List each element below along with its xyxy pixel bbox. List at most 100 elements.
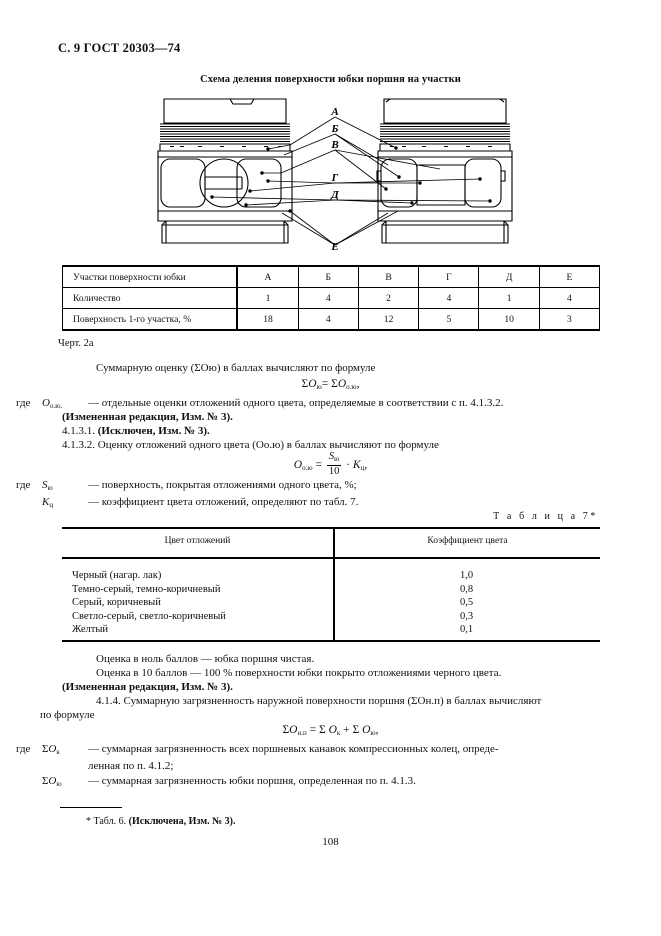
- cell-coefficient: 0,5: [459, 597, 474, 609]
- zone-label-g: Г: [331, 172, 339, 184]
- figure-title: Схема деления поверхности юбки поршня на…: [200, 74, 461, 85]
- cell-coefficient: 1,0: [459, 570, 474, 581]
- where-row: Kц — коэффициент цвета отложений, опреде…: [16, 495, 600, 512]
- formula2-lhs-sub: о.ю: [302, 464, 313, 473]
- formula2-dot: ·: [346, 459, 351, 472]
- figure-caption: Черт. 2а: [58, 338, 94, 349]
- formula3-equals: =: [309, 724, 317, 736]
- piston-zone-diagram: А Б В Г Д Е: [150, 93, 520, 263]
- formula3-a-sub: к: [336, 728, 341, 737]
- zone-label-a: А: [330, 106, 338, 118]
- where-row: ΣOю — суммарная загрязненность юбки порш…: [16, 774, 600, 791]
- fraction-numerator: Sю: [326, 451, 342, 466]
- table-row: Светло-серый, светло-коричневый 0,3: [62, 610, 600, 624]
- cell-color: Светло-серый, светло-коричневый: [72, 610, 226, 622]
- clause-4132-text: Оценку отложений одного цвета (Oо.ю) в б…: [97, 439, 439, 451]
- formula3-lhs-sub: н.п: [297, 728, 307, 737]
- table7-rows: Черный (нагар. лак) 1,0 Темно-серый, тем…: [62, 569, 600, 637]
- running-header: С. 9 ГОСТ 20303—74: [58, 41, 181, 55]
- formula3-sigma-a: Σ: [318, 724, 326, 736]
- table7-top-rule: [62, 527, 600, 529]
- clause-4132: 4.1.3.2. Оценку отложений одного цвета (…: [62, 438, 600, 453]
- cell: 4: [297, 308, 359, 331]
- where-definition: — суммарная загрязненность юбки поршня, …: [88, 774, 416, 787]
- table-row: Количество 1 4 2 4 1 4: [62, 287, 601, 309]
- where-symbol: Oо.ю.: [42, 397, 63, 410]
- clause-414-number: 4.1.4.: [96, 695, 121, 707]
- where-block-2: где Sю — поверхность, покрытая отложения…: [16, 478, 600, 513]
- formula1-rhs-sub: о.ю: [346, 382, 357, 391]
- cell-color: Серый, коричневый: [72, 597, 161, 609]
- where-row: где Oо.ю. — отдельные оценки отложений о…: [16, 396, 600, 413]
- formula1-lhs-sub: ю: [316, 382, 322, 391]
- paragraph-score-ten: Оценка в 10 баллов — 100 % поверхности ю…: [96, 667, 502, 679]
- clause-414-text: Суммарную загрязненность наружной поверх…: [123, 695, 542, 707]
- table7-header-coefficient: Коэффициент цвета: [427, 536, 508, 546]
- formula1-sigma: Σ: [301, 378, 309, 390]
- zones-table: Участки поверхности юбки А Б В Г Д Е Кол…: [62, 265, 601, 331]
- where-definition: — суммарная загрязненность всех поршневы…: [88, 743, 499, 755]
- formula-total-contamination: ΣOн.п = Σ Oк + Σ Oю,: [0, 724, 661, 737]
- table7-column-divider: [333, 527, 335, 642]
- table-row: Серый, коричневый 0,5: [62, 596, 600, 610]
- clause-4131-number: 4.1.3.1.: [62, 425, 95, 437]
- note-revision-1: (Измененная редакция, Изм. № 3).: [62, 411, 233, 423]
- where-symbol: Kц: [42, 496, 54, 510]
- where-block-3: где ΣOк — суммарная загрязненность всех …: [16, 742, 600, 791]
- formula3-b-sub: ю: [370, 728, 376, 737]
- formula3-sigma: Σ: [282, 724, 290, 736]
- where-symbol: Sю: [42, 479, 53, 492]
- table-row: Поверхность 1-го участка, % 18 4 12 5 10…: [62, 308, 601, 331]
- clause-4132-number: 4.1.3.2.: [62, 439, 95, 451]
- formula3-sigma-b: Σ: [352, 724, 360, 736]
- cell: Г: [418, 265, 480, 288]
- table7-caption: Т а б л и ц а 7*: [493, 511, 598, 522]
- cell: 4: [538, 287, 601, 309]
- cell-color: Черный (нагар. лак): [72, 570, 162, 581]
- table7-header-rule: [62, 557, 600, 559]
- cell: В: [357, 265, 420, 288]
- formula-sum-yubka: ΣOю= ΣOо.ю,: [0, 378, 661, 391]
- cell: Б: [297, 265, 359, 288]
- zone-label-e: Е: [330, 241, 338, 253]
- cell: 4: [297, 287, 359, 309]
- page-number: 108: [322, 836, 339, 848]
- table-row: Темно-серый, темно-коричневый 0,8: [62, 583, 600, 597]
- cell-color: Темно-серый, темно-коричневый: [72, 583, 221, 595]
- where-definition: — коэффициент цвета отложений, определяю…: [88, 496, 359, 509]
- footnote-text: Табл. 6.: [93, 816, 127, 827]
- formula1-lhs-symbol: O: [308, 378, 317, 390]
- table-row: Черный (нагар. лак) 1,0: [62, 569, 600, 583]
- fraction-denominator: 10: [328, 465, 340, 477]
- cell: 2: [357, 287, 420, 309]
- right-piston-view: [376, 98, 513, 244]
- footnote-marker: *: [86, 816, 91, 827]
- cell: 5: [418, 308, 480, 331]
- where-symbol: ΣOк: [42, 743, 60, 756]
- zone-label-d: Д: [330, 189, 339, 201]
- row-label: Участки поверхности юбки: [62, 265, 239, 288]
- left-piston-view: [157, 98, 293, 244]
- cell: 4: [418, 287, 480, 309]
- formula-color-score: Oо.ю = Sю 10 · Kц,: [0, 451, 661, 479]
- where-definition: — поверхность, покрытая отложениями одно…: [88, 479, 357, 491]
- where-keyword: где: [16, 743, 31, 755]
- paragraph-sum-intro: Суммарную оценку (ΣOю) в баллах вычисляю…: [96, 362, 376, 374]
- formula1-sigma2: Σ: [331, 378, 338, 390]
- cell-color: Желтый: [72, 624, 109, 636]
- cell: Е: [538, 265, 601, 288]
- paragraph-score-zero: Оценка в ноль баллов — юбка поршня чиста…: [96, 653, 315, 665]
- leader-lines: [211, 116, 491, 246]
- where-keyword: где: [16, 479, 31, 491]
- footnote-text-bold: (Исключена, Изм. № 3).: [128, 816, 236, 827]
- color-coefficient-table: Цвет отложений Коэффициент цвета Черный …: [62, 527, 600, 642]
- formula3-plus: +: [343, 724, 350, 736]
- formula2-fraction: Sю 10: [326, 451, 342, 478]
- cell: 18: [236, 308, 299, 331]
- where-keyword-spacer: [16, 774, 42, 791]
- where-definition-continued: ленная по п. 4.1.2;: [88, 760, 174, 773]
- table-row: Желтый 0,1: [62, 623, 600, 637]
- cell-coefficient: 0,3: [459, 610, 474, 622]
- cell: Д: [478, 265, 540, 288]
